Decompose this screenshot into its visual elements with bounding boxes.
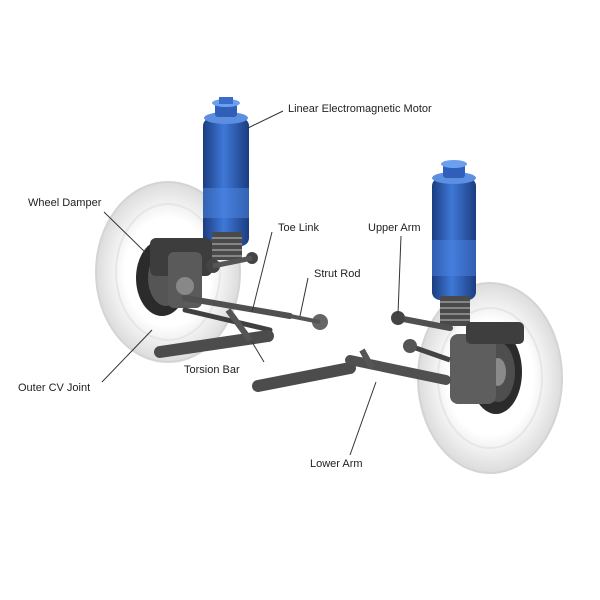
right-arms — [252, 311, 453, 392]
left-hub-assembly — [136, 238, 258, 316]
label-linear-motor: Linear Electromagnetic Motor — [288, 103, 432, 115]
left-spring — [212, 232, 242, 260]
label-strut-rod: Strut Rod — [314, 268, 361, 280]
leader-strut-rod — [299, 277, 309, 317]
right-hub-assembly — [450, 322, 524, 414]
leader-lines — [101, 110, 402, 456]
leader-linear-motor — [247, 110, 284, 129]
leader-upper-arm — [397, 235, 402, 315]
right-linear-motor — [432, 160, 476, 300]
label-toe-link: Toe Link — [278, 222, 319, 234]
leader-torsion-bar — [251, 341, 265, 363]
label-upper-arm: Upper Arm — [368, 222, 421, 234]
left-arms — [154, 295, 328, 358]
leader-wheel-damper — [103, 211, 149, 256]
leader-toe-link — [251, 231, 273, 313]
label-lower-arm: Lower Arm — [310, 458, 363, 470]
label-outer-cv-joint: Outer CV Joint — [18, 382, 91, 394]
leader-lower-arm — [349, 381, 377, 456]
label-wheel-damper: Wheel Damper — [28, 197, 102, 209]
left-linear-motor — [203, 97, 249, 246]
right-spring — [440, 296, 470, 326]
leader-outer-cv-joint — [101, 329, 153, 383]
label-torsion-bar: Torsion Bar — [184, 364, 240, 376]
